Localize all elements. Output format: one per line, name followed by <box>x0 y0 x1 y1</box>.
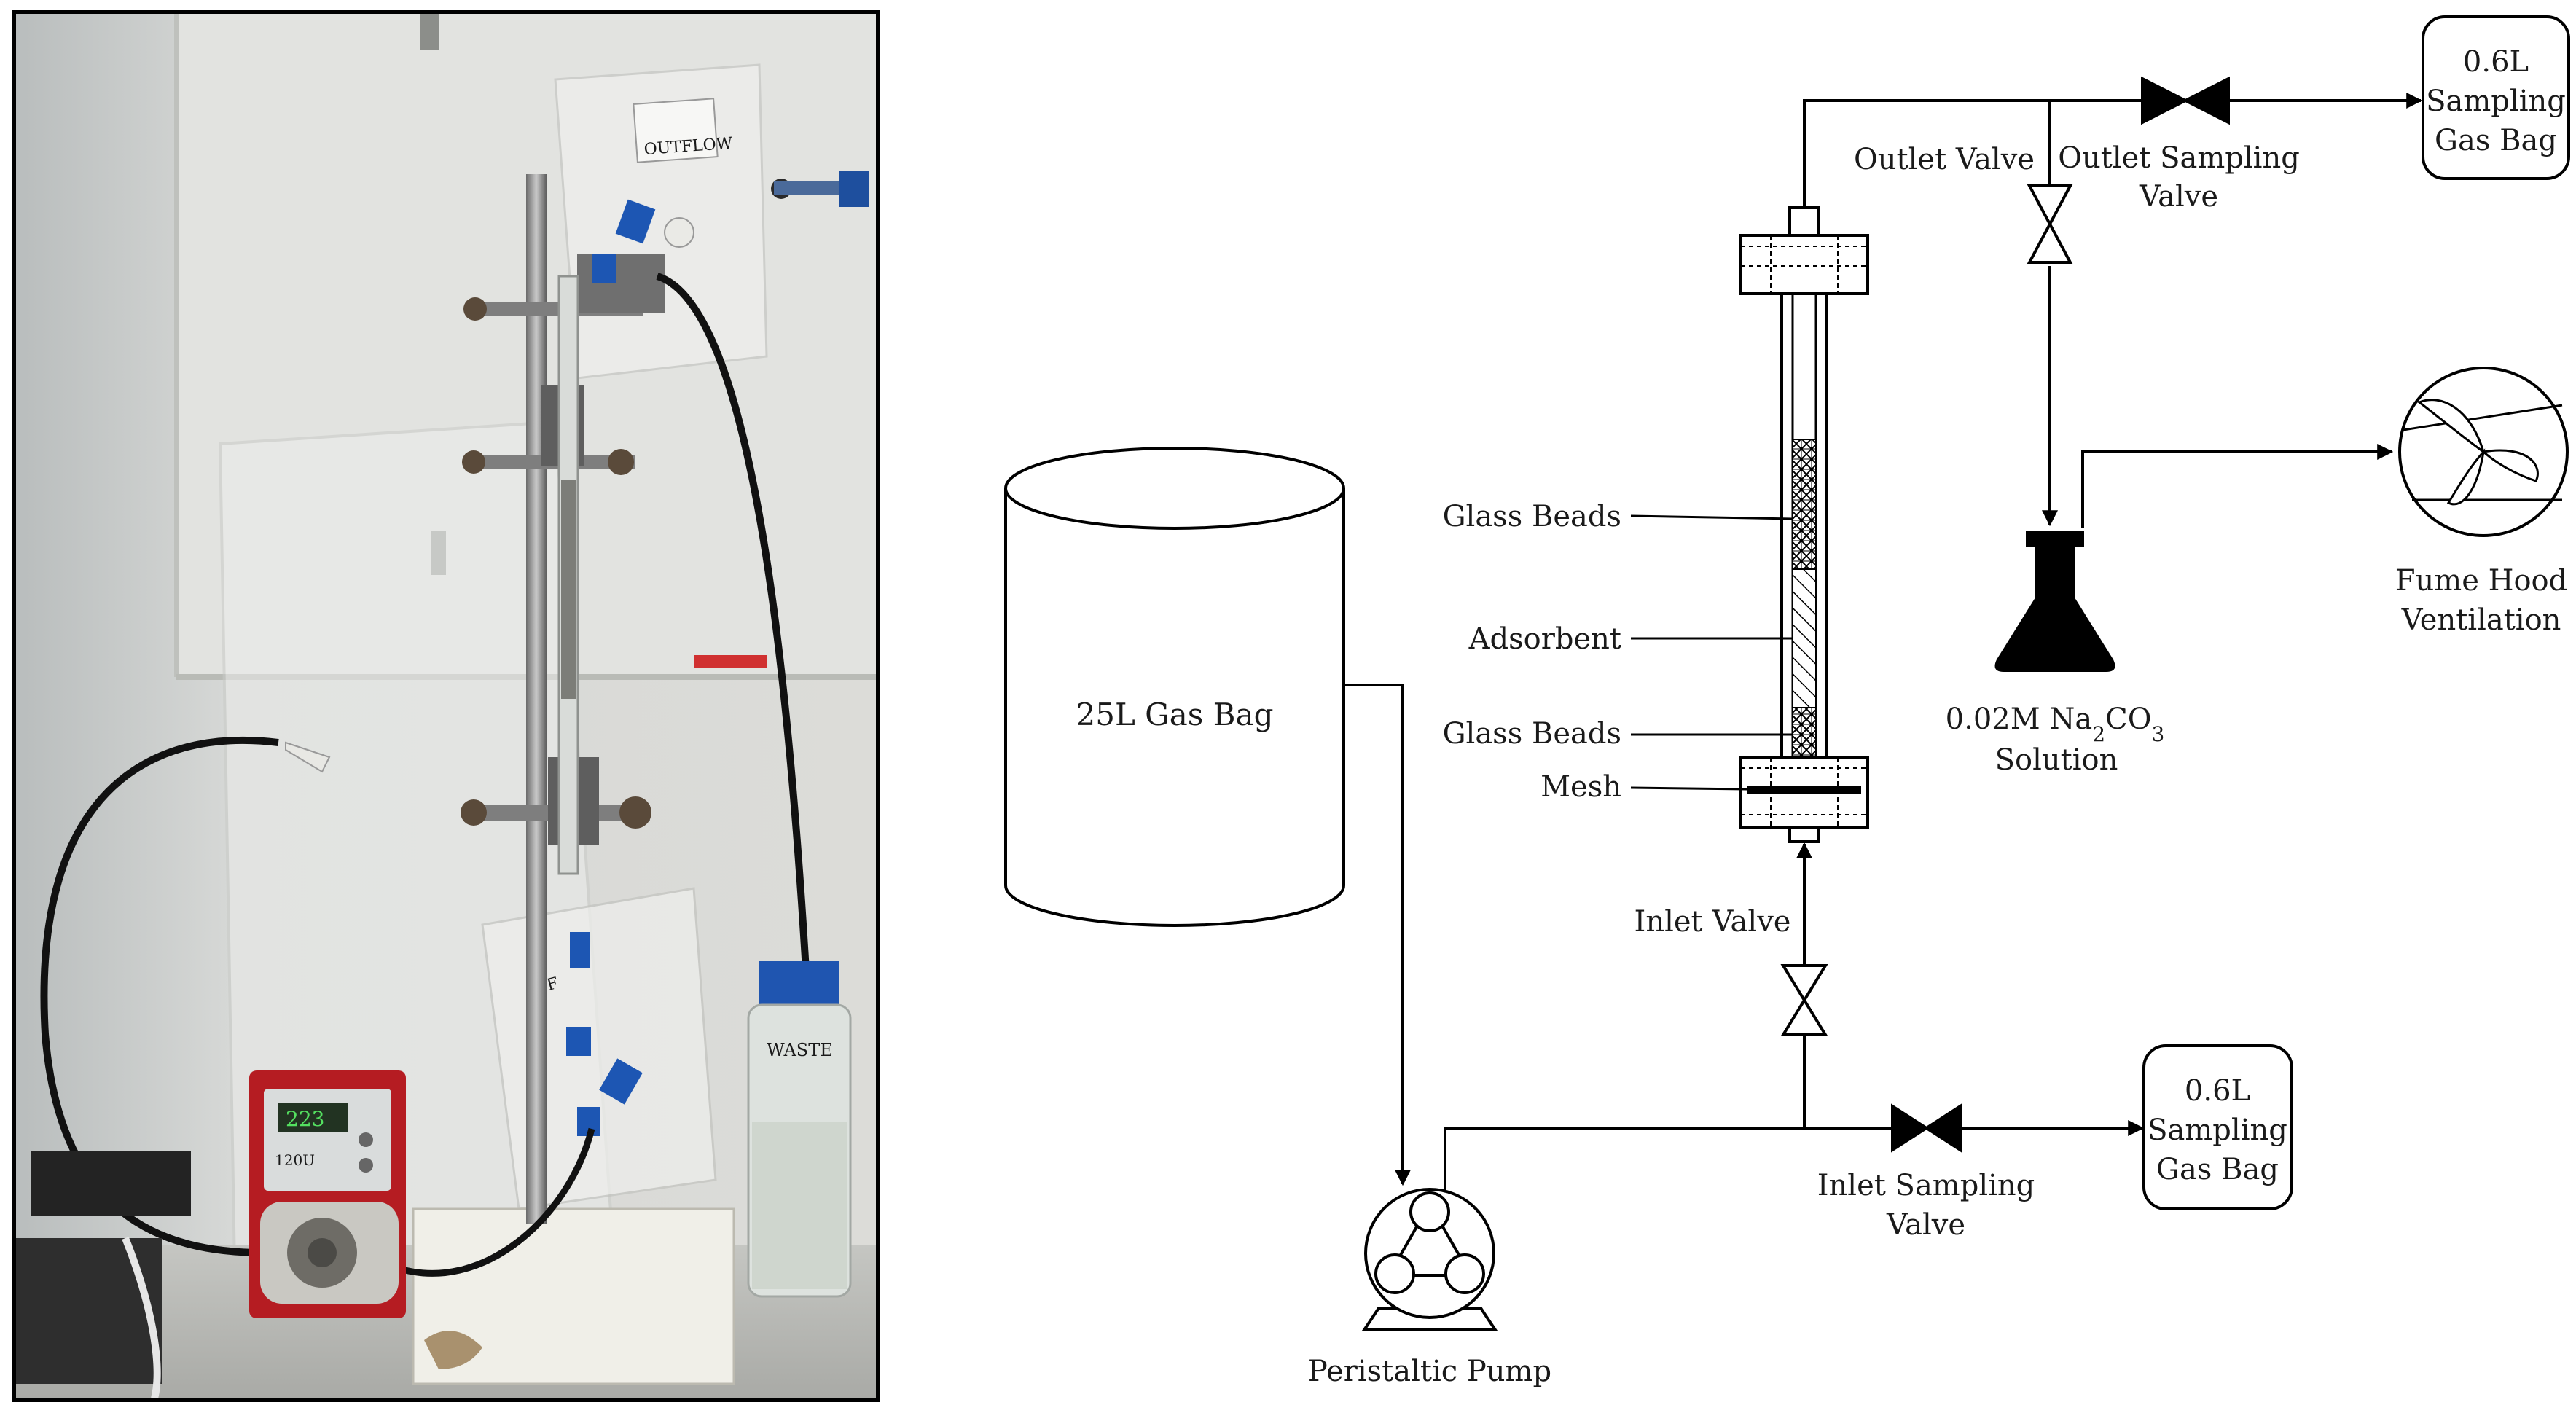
outlet-valve-symbol <box>2027 184 2073 264</box>
fume-hood-label-2: Ventilation <box>2401 603 2561 637</box>
adsorbent-fill <box>1792 568 1817 708</box>
inlet-bag-line1: 0.6L <box>2185 1074 2250 1108</box>
glass-beads-bottom-fill <box>1792 707 1817 758</box>
pump-model: 120U <box>275 1151 315 1169</box>
inlet-bag-line2: Sampling <box>2148 1113 2287 1147</box>
outlet-sampling-valve-label-1: Outlet Sampling <box>2058 141 2300 175</box>
tubing-inlet <box>40 736 279 1256</box>
mesh-bar <box>1747 786 1861 794</box>
fume-hood-fan-icon <box>2398 367 2569 537</box>
inlet-bag-line3: Gas Bag <box>2156 1153 2279 1186</box>
outlet-bag-line2: Sampling <box>2426 85 2566 118</box>
waste-bottle: WASTE <box>747 961 852 1298</box>
adsorption-column <box>1739 206 1869 843</box>
bottle-label: WASTE <box>767 1040 833 1060</box>
outlet-sampling-valve-label-2: Valve <box>2139 180 2218 214</box>
glass-beads-top-label: Glass Beads <box>1443 500 1621 533</box>
column-leader-lines <box>1630 514 1793 791</box>
inlet-sampling-valve-label-2: Valve <box>1886 1208 1965 1242</box>
schematic-svg: 25L Gas Bag <box>1004 15 2570 1388</box>
inlet-valve-symbol <box>1780 964 1828 1036</box>
peristaltic-pump-symbol <box>1361 1188 1498 1331</box>
solution-label-line2: Solution <box>1995 743 2118 777</box>
solution-label-line1: 0.02M Na2CO3 <box>1946 702 2165 746</box>
tubing-outlet <box>656 273 810 984</box>
power-adapter <box>31 1151 191 1216</box>
inlet-valve-label: Inlet Valve <box>1635 905 1791 939</box>
outlet-sampling-bag: 0.6L Sampling Gas Bag <box>2422 15 2570 180</box>
lab-setup-photo: OUTFLOW INF <box>12 10 880 1402</box>
glass-beads-bottom-label: Glass Beads <box>1443 717 1621 751</box>
outlet-bag-line1: 0.6L <box>2463 45 2529 79</box>
peristaltic-pump-label: Peristaltic Pump <box>1308 1355 1551 1388</box>
peristaltic-pump-device: 223 120U <box>249 1070 406 1318</box>
inlet-sampling-valve-symbol <box>1891 1103 1962 1153</box>
pump-display: 223 <box>286 1107 324 1131</box>
piping <box>1340 93 2423 1195</box>
schematic-diagram: 25L Gas Bag <box>904 0 2576 1410</box>
gas-bag-25l: 25L Gas Bag <box>1004 447 1345 927</box>
gas-bag-25l-label: 25L Gas Bag <box>1076 697 1274 732</box>
outlet-bag-line3: Gas Bag <box>2435 124 2557 157</box>
stand-pole <box>526 174 547 1224</box>
adsorbent-label: Adsorbent <box>1468 622 1621 656</box>
fume-hood-label-1: Fume Hood <box>2395 564 2567 598</box>
outlet-sampling-valve-symbol <box>2141 76 2230 125</box>
mesh-label: Mesh <box>1540 770 1621 804</box>
flask-icon <box>1994 531 2115 672</box>
red-label <box>694 655 767 668</box>
inlet-sampling-valve-label-1: Inlet Sampling <box>1817 1169 2035 1202</box>
lab-photo-illustration: OUTFLOW INF <box>16 14 876 1398</box>
inlet-sampling-bag <box>481 887 717 1210</box>
inlet-sampling-bag: 0.6L Sampling Gas Bag <box>2142 1044 2293 1210</box>
glass-beads-top-fill <box>1792 439 1817 570</box>
outlet-valve-label: Outlet Valve <box>1854 143 2035 176</box>
tubing-pump <box>394 1127 595 1277</box>
